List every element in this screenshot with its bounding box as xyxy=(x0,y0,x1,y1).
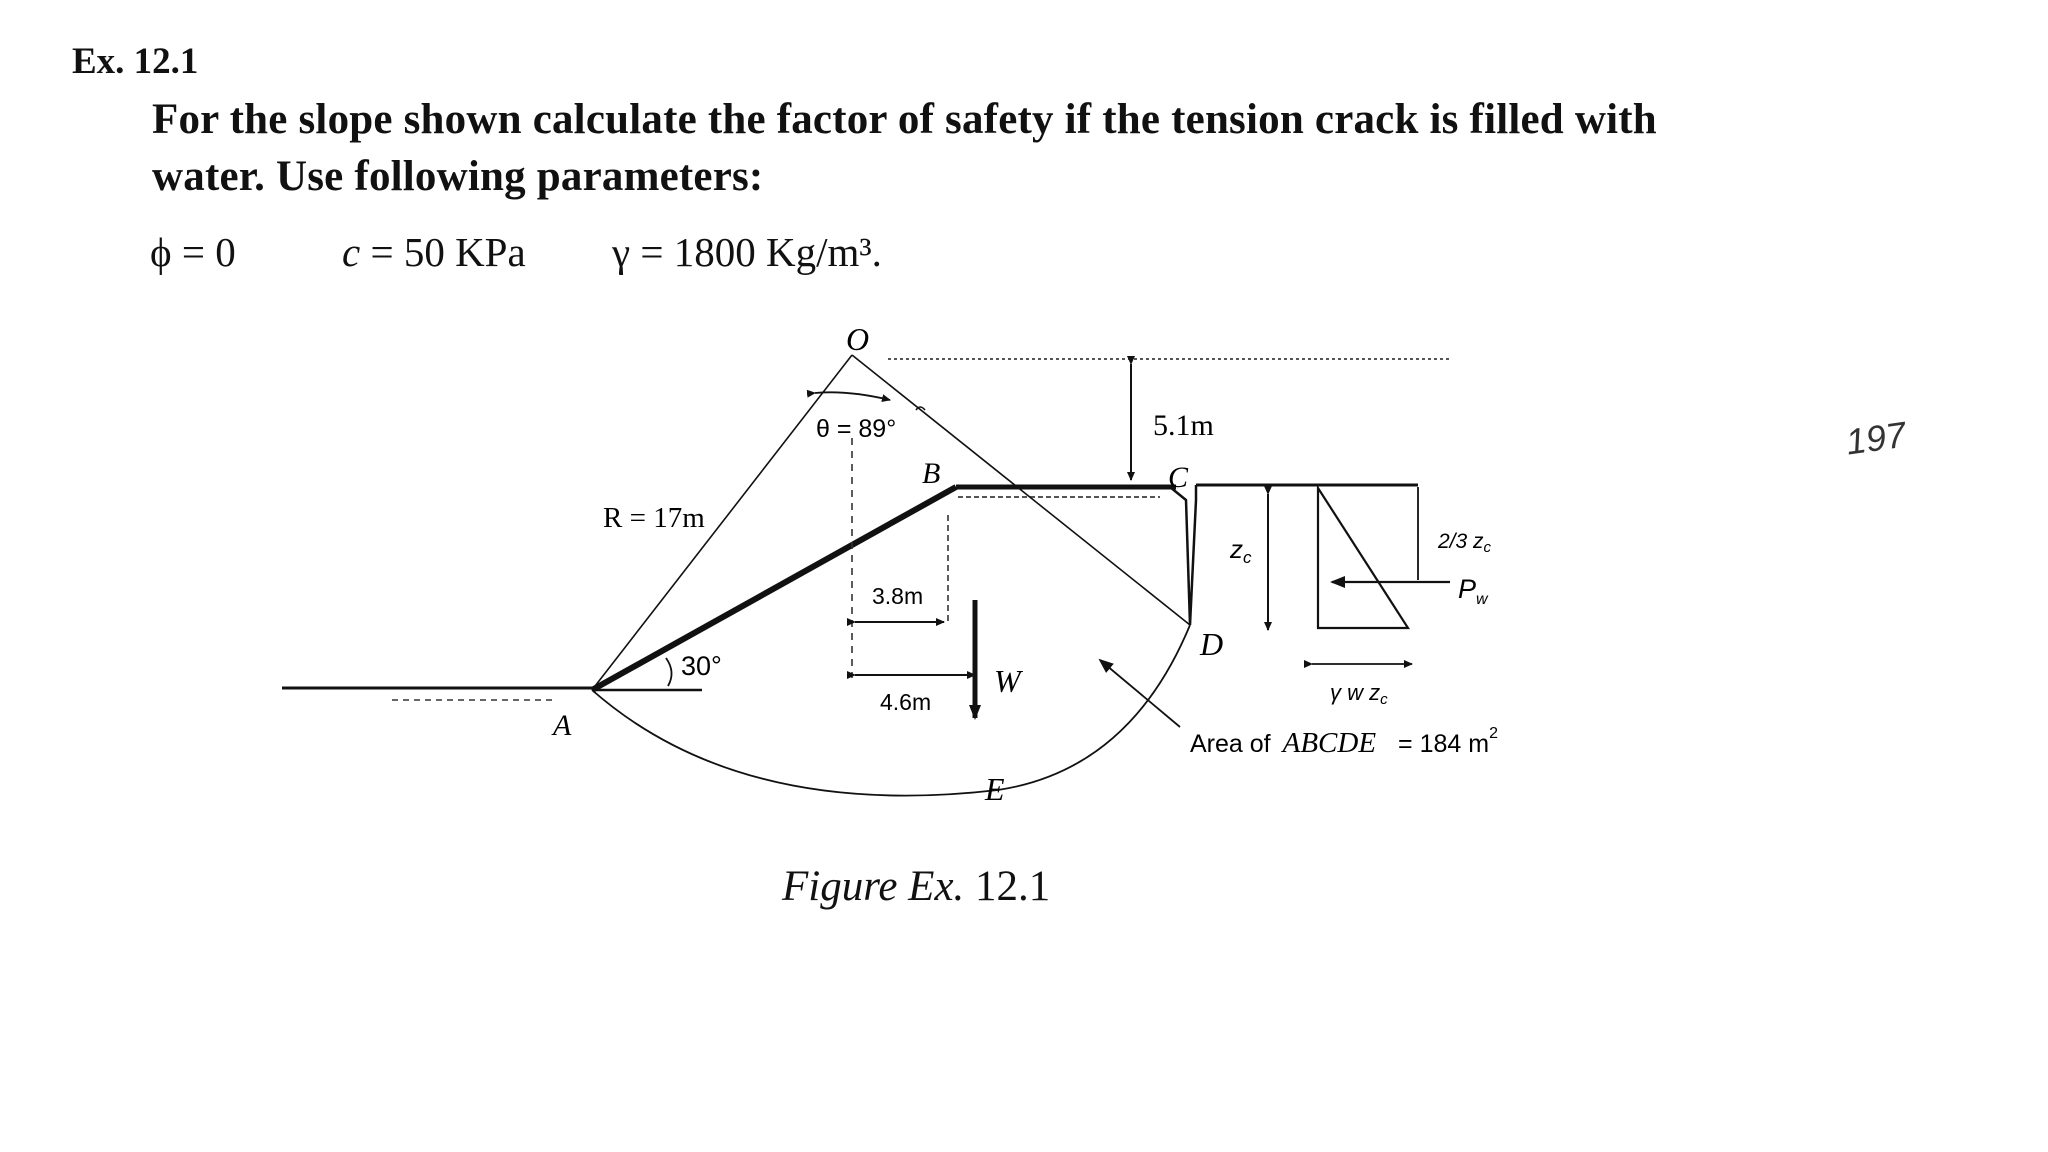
label-pw: Pw xyxy=(1458,574,1489,608)
water-pressure-triangle xyxy=(1316,484,1411,630)
phi-value: = 0 xyxy=(181,229,236,275)
param-c: c = 50 KPa xyxy=(342,228,526,276)
theta-superscript-mark xyxy=(915,406,926,411)
problem-text-line-1: For the slope shown calculate the factor… xyxy=(152,96,1657,143)
slip-circle-arc xyxy=(591,624,1191,797)
label-theta: θ = 89° xyxy=(816,415,896,443)
theta-arc xyxy=(806,389,891,403)
margin-page-note: 197 xyxy=(1843,413,1910,462)
area-exponent: 2 xyxy=(1489,725,1498,742)
area-name: ABCDE xyxy=(1281,727,1377,759)
pw-subscript: w xyxy=(1476,591,1489,608)
caption-number: 12.1 xyxy=(975,863,1051,910)
area-leader xyxy=(1098,658,1181,728)
figure-caption: Figure Ex. 12.1 xyxy=(782,862,1050,911)
c-value: = 50 KPa xyxy=(370,229,526,275)
pw-letter: P xyxy=(1458,574,1476,604)
two-thirds-text: 2/3 z xyxy=(1437,530,1484,553)
area-value: = 184 m xyxy=(1398,730,1489,758)
example-number: Ex. 12.1 xyxy=(72,41,199,82)
label-w: W xyxy=(994,663,1024,699)
label-d: D xyxy=(1199,626,1223,662)
label-area: Area of ABCDE = 184 m2 xyxy=(1190,725,1498,759)
label-c: C xyxy=(1168,461,1189,494)
label-zc: zc xyxy=(1229,534,1252,567)
phi-symbol: ϕ xyxy=(150,229,172,275)
radius-to-d xyxy=(851,354,1191,626)
caption-prefix: Figure Ex. xyxy=(782,863,965,910)
label-radius: R = 17m xyxy=(603,502,705,534)
label-dim-38: 3.8m xyxy=(872,583,923,609)
slope-angle-arc xyxy=(665,657,673,687)
gamma-symbol: γ xyxy=(612,229,631,275)
label-gamma-w-zc: γ w zc xyxy=(1330,680,1388,708)
zc-letter: z xyxy=(1229,534,1243,564)
param-gamma: γ = 1800 Kg/m³. xyxy=(612,228,882,276)
label-two-thirds-zc: 2/3 zc xyxy=(1437,530,1492,556)
param-phi: ϕ = 0 xyxy=(150,228,236,276)
label-a: A xyxy=(551,709,572,742)
gamma-value: = 1800 Kg/m³. xyxy=(640,229,882,275)
c-symbol: c xyxy=(342,229,361,275)
gamma-w-zc-text: γ w z xyxy=(1330,680,1380,705)
label-dim-46: 4.6m xyxy=(880,689,931,715)
zc-subscript: c xyxy=(1243,548,1252,567)
problem-text-line-2: water. Use following parameters: xyxy=(152,153,764,200)
gamma-w-zc-subscript: c xyxy=(1380,691,1388,708)
area-prefix: Area of xyxy=(1190,730,1271,758)
slope-face xyxy=(590,484,958,693)
label-depth-51: 5.1m xyxy=(1153,409,1214,442)
label-o: O xyxy=(846,321,869,357)
radius-to-a xyxy=(591,354,853,691)
label-e: E xyxy=(984,771,1005,807)
label-slope-angle: 30° xyxy=(681,651,722,681)
label-b: B xyxy=(922,457,940,490)
tension-crack xyxy=(1169,485,1198,626)
two-thirds-subscript: c xyxy=(1484,539,1492,556)
